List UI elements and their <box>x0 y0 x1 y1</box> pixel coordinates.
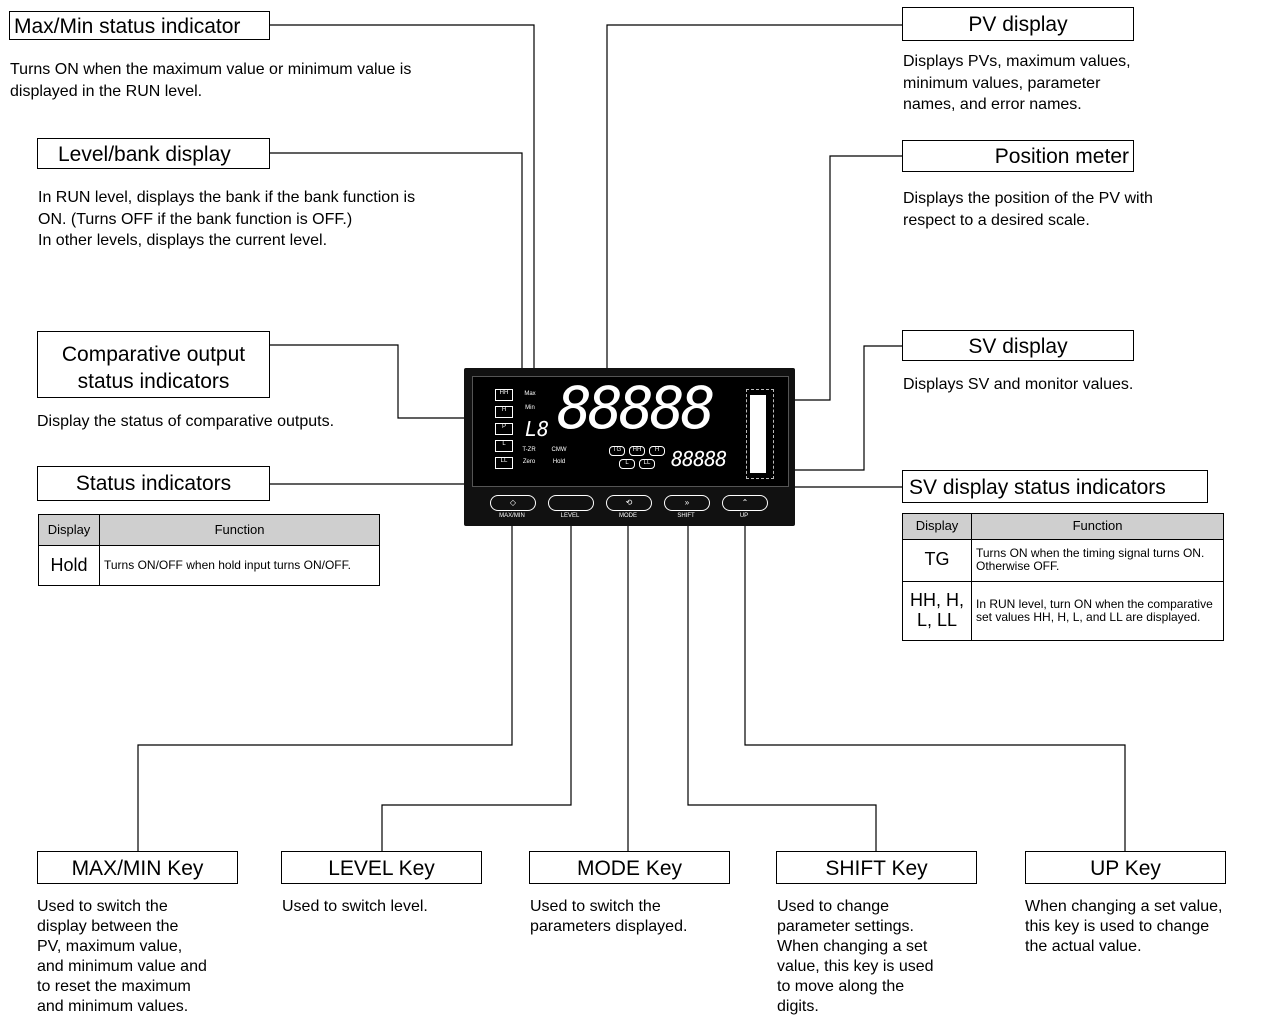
table-row: TG Turns ON when the timing signal turns… <box>902 538 1224 582</box>
comparative-description: Display the status of comparative output… <box>37 413 335 430</box>
device-front-panel: HH H P L LL Max Min L8 88888 T-ZR Zero C… <box>464 368 795 526</box>
status-indicator-zero: Zero <box>522 459 536 465</box>
shift-key-callout: SHIFT Key <box>776 851 977 884</box>
maxmin-key-label: MAX/MIN <box>499 513 525 519</box>
up-key[interactable]: ⌃ <box>722 495 768 511</box>
level-key-label: LEVEL <box>560 513 580 519</box>
status-table: Display Function Hold Turns ON/OFF when … <box>38 513 380 586</box>
pv-digits: 88888 <box>557 374 716 442</box>
pv-display-description: Displays PVs, maximum values, minimum va… <box>903 53 1131 114</box>
level-bank-label: Level/bank display <box>37 138 270 169</box>
sv-display-label: SV display <box>902 330 1134 361</box>
position-meter-description: Displays the position of the PV with res… <box>903 190 1153 229</box>
comparative-indicator-p: P <box>495 423 513 435</box>
sv-indicator-tg: TG <box>609 446 625 456</box>
up-key-callout: UP Key <box>1025 851 1226 884</box>
status-table-function-cell: Turns ON/OFF when hold input turns ON/OF… <box>99 545 380 586</box>
maxmin-key-description: Used to switch the display between the P… <box>37 898 207 1015</box>
sv-status-table: Display Function TG Turns ON when the ti… <box>902 513 1224 642</box>
sv-indicator-ll: LL <box>639 459 655 469</box>
maxmin-status-label: Max/Min status indicator <box>9 11 270 40</box>
level-key-description: Used to switch level. <box>282 898 428 915</box>
comparative-indicator-h: H <box>495 406 513 418</box>
sv-digits: 88888 <box>671 447 727 471</box>
level-bank-digits: L8 <box>525 417 550 441</box>
up-key-label: UP <box>739 513 749 519</box>
status-indicator-cmw: CMW <box>551 447 567 453</box>
sv-status-table-display-cell: TG <box>902 538 972 582</box>
position-meter-bar <box>750 395 766 473</box>
status-indicators-label: Status indicators <box>37 466 270 501</box>
shift-key-label: SHIFT <box>677 513 695 519</box>
sv-indicator-l: L <box>619 459 635 469</box>
sv-status-table-header-function: Function <box>971 513 1224 540</box>
position-meter-label: Position meter <box>902 140 1134 172</box>
comparative-indicator-ll: LL <box>495 457 513 469</box>
max-indicator: Max <box>524 391 536 397</box>
status-indicator-hold: Hold <box>552 459 566 465</box>
min-indicator: Min <box>525 405 535 411</box>
lcd-display: HH H P L LL Max Min L8 88888 T-ZR Zero C… <box>472 376 789 487</box>
level-key[interactable] <box>548 495 594 511</box>
status-table-header-function: Function <box>99 513 380 547</box>
status-indicator-tzr: T-ZR <box>522 447 536 453</box>
sv-status-table-function-cell: In RUN level, turn ON when the comparati… <box>971 580 1224 642</box>
maxmin-status-description: Turns ON when the maximum value or minim… <box>10 61 412 100</box>
position-meter-frame <box>746 389 774 479</box>
level-key-callout: LEVEL Key <box>281 851 482 884</box>
mode-key[interactable]: ⟲ <box>606 495 652 511</box>
sv-status-table-function-cell: Turns ON when the timing signal turns ON… <box>971 538 1224 582</box>
status-table-display-cell: Hold <box>38 545 100 586</box>
sv-indicator-hh: HH <box>629 446 645 456</box>
comparative-indicator-l: L <box>495 440 513 452</box>
shift-key[interactable]: » <box>664 495 710 511</box>
table-row: HH, H, L, LL In RUN level, turn ON when … <box>902 580 1224 642</box>
mode-key-callout: MODE Key <box>529 851 730 884</box>
level-bank-description: In RUN level, displays the bank if the b… <box>38 189 416 250</box>
comparative-label: Comparative output status indicators <box>37 331 270 398</box>
sv-status-table-header-display: Display <box>902 513 972 540</box>
mode-key-label: MODE <box>619 513 637 519</box>
status-table-header-display: Display <box>38 513 100 547</box>
shift-key-description: Used to change parameter settings. When … <box>777 898 934 1015</box>
maxmin-key[interactable]: ◇ <box>490 495 536 511</box>
sv-indicator-h: H <box>649 446 665 456</box>
sv-status-label: SV display status indicators <box>902 470 1208 503</box>
comparative-indicator-hh: HH <box>495 389 513 401</box>
sv-display-description: Displays SV and monitor values. <box>903 376 1134 393</box>
maxmin-key-callout: MAX/MIN Key <box>37 851 238 884</box>
mode-key-description: Used to switch the parameters displayed. <box>530 898 688 935</box>
sv-status-table-display-cell: HH, H, L, LL <box>902 580 972 642</box>
table-row: Hold Turns ON/OFF when hold input turns … <box>38 545 380 586</box>
up-key-description: When changing a set value, this key is u… <box>1025 898 1223 955</box>
pv-display-label: PV display <box>902 7 1134 41</box>
